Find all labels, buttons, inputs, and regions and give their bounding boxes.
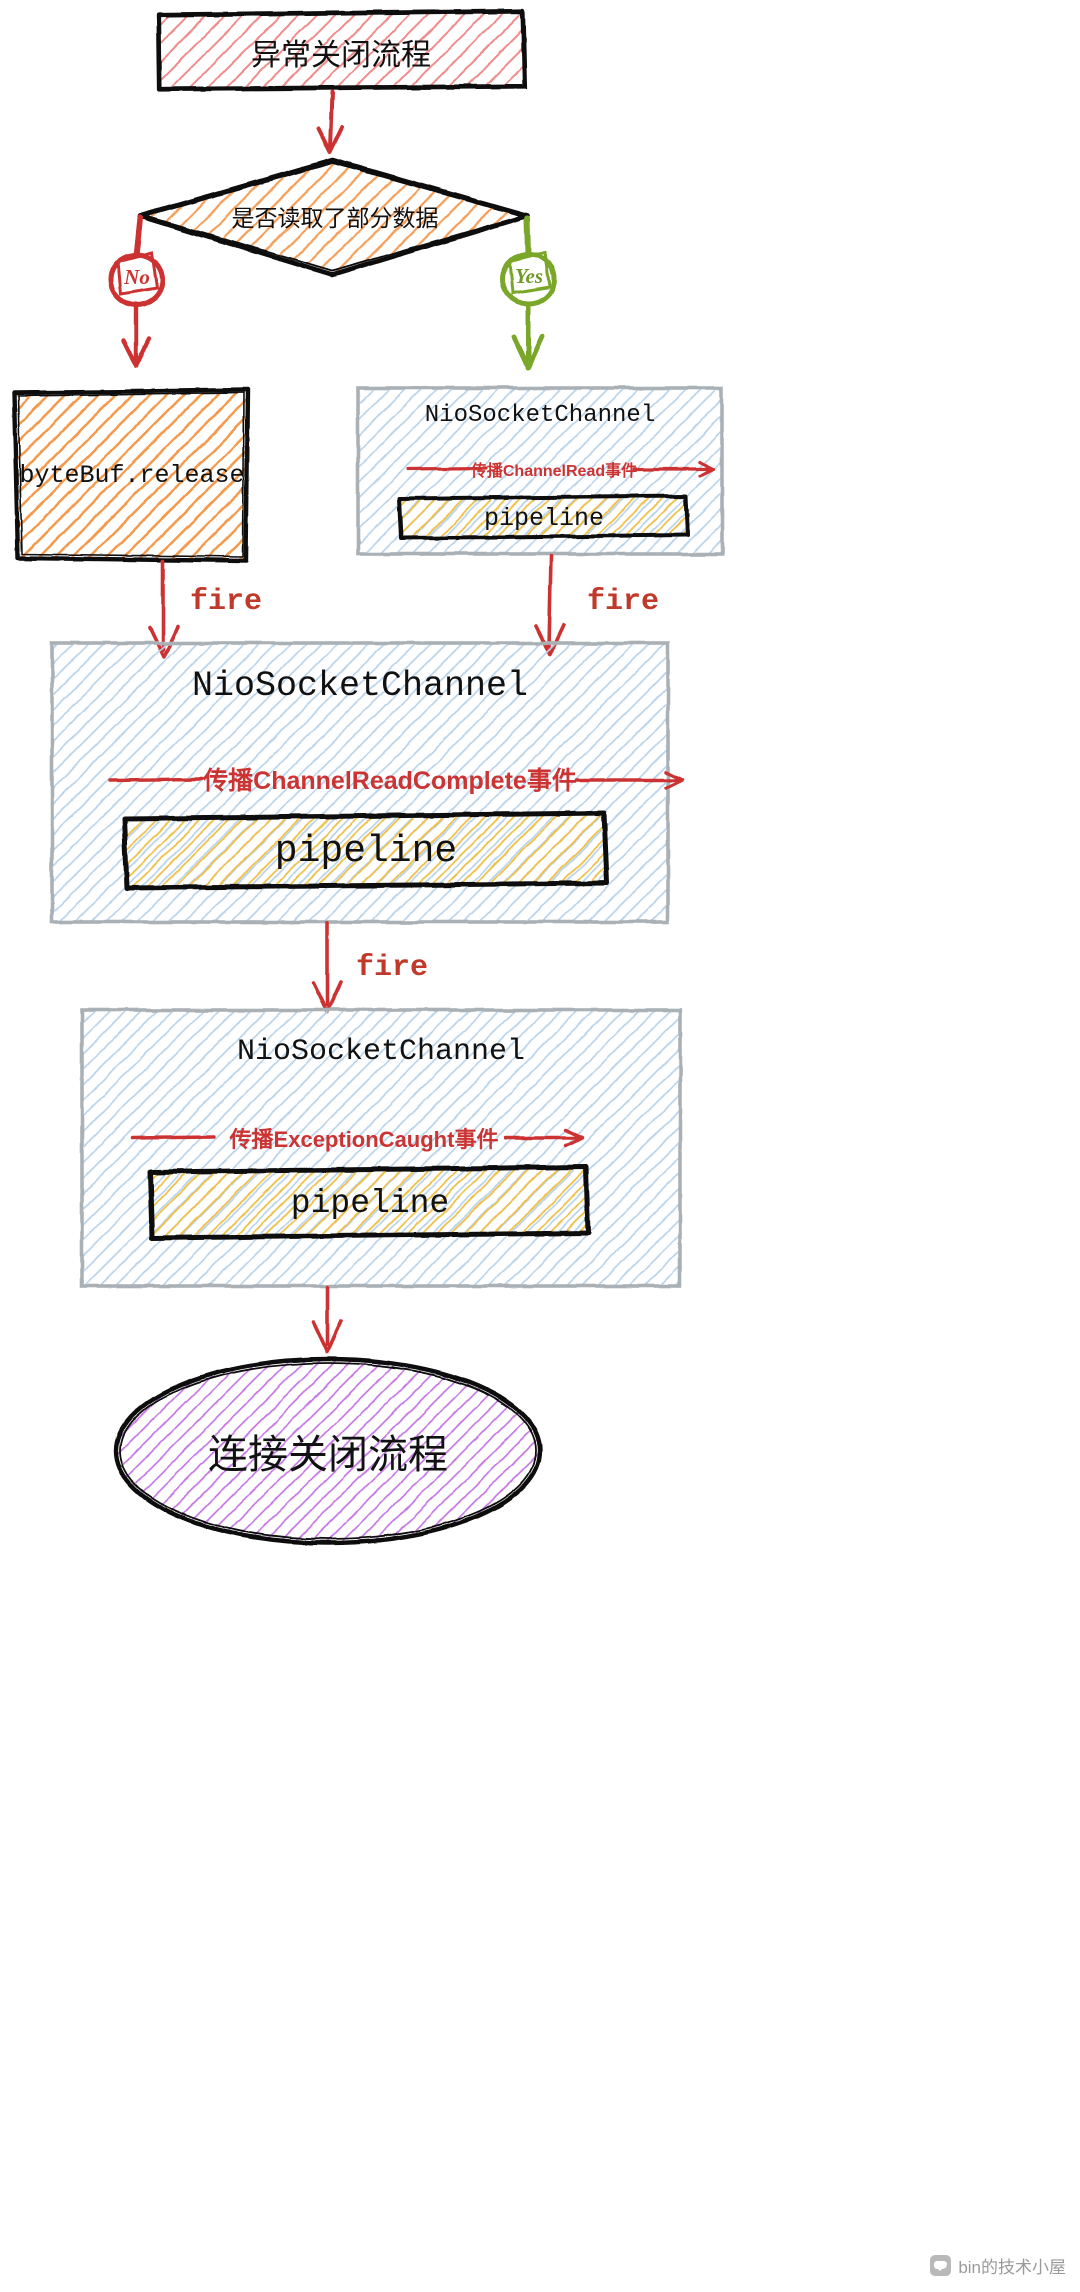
exception-caught-event-label: 传播ExceptionCaught事件 bbox=[229, 1127, 499, 1152]
title-box-label: 异常关闭流程 bbox=[251, 39, 431, 72]
channel-read-complete-event-label: 传播ChannelReadComplete事件 bbox=[203, 767, 577, 795]
wechat-icon bbox=[930, 2255, 952, 2276]
branch-yes-label: Yes bbox=[515, 263, 543, 288]
branch-no-label: No bbox=[124, 264, 150, 289]
channel-read-complete-box-title: NioSocketChannel bbox=[191, 666, 529, 706]
channel-read-box-title: NioSocketChannel bbox=[424, 401, 656, 429]
fire-label-middle: fire bbox=[355, 951, 428, 985]
terminal-label: 连接关闭流程 bbox=[208, 1433, 448, 1477]
watermark-label: bin的技术小屋 bbox=[958, 2258, 1066, 2277]
fire-label-right: fire bbox=[586, 585, 659, 619]
watermark: bin的技术小屋 bbox=[930, 2253, 1066, 2278]
channel-read-event-label: 传播ChannelRead事件 bbox=[470, 463, 638, 480]
exception-caught-box-title: NioSocketChannel bbox=[236, 1035, 526, 1069]
channel-read-complete-pipeline-label: pipeline bbox=[274, 829, 458, 873]
exception-caught-pipeline-label: pipeline bbox=[290, 1184, 450, 1222]
channel-read-pipeline-label: pipeline bbox=[483, 503, 605, 533]
bytebuf-release-label: byteBuf.release bbox=[19, 460, 245, 490]
fire-label-left: fire bbox=[189, 585, 262, 619]
decision-label: 是否读取了部分数据 bbox=[231, 205, 439, 231]
